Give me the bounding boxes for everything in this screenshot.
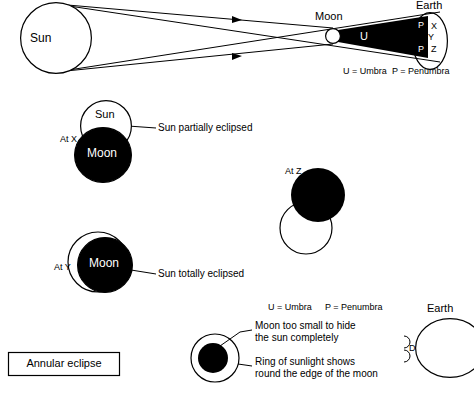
earth-circle: Earth: [415, 318, 474, 378]
node-outline: [325, 28, 341, 44]
position-label: At X: [60, 134, 77, 144]
region-letter: P: [418, 44, 424, 54]
legend-note: P = Penumbra: [392, 66, 450, 76]
region-letter: U: [360, 30, 368, 43]
region-letter: Y: [428, 32, 434, 42]
node-label: Moon: [315, 10, 343, 23]
node-label: Moon: [87, 147, 117, 161]
node-outline: [415, 318, 474, 378]
region-letter: D: [409, 343, 416, 353]
position-label: At Z: [285, 166, 302, 176]
legend-note: U = Umbra: [343, 66, 387, 76]
region-letter: P: [418, 20, 424, 30]
node-shape: [21, 3, 92, 74]
region-letter: X: [431, 21, 437, 31]
node-label: Annular eclipse: [8, 357, 120, 370]
region-letter: Z: [431, 44, 437, 54]
callout-text: Sun totally eclipsed: [158, 268, 244, 280]
moon-circle: Moon: [77, 237, 133, 293]
node-label: Sun: [95, 108, 115, 121]
node-shape: [78, 238, 133, 293]
callout-text: Sun partially eclipsed: [158, 122, 253, 134]
moon-disc-annular: [198, 343, 228, 373]
callout-text: Moon too small to hide the sun completel…: [255, 320, 370, 343]
sun-rays: [56, 4, 440, 72]
position-label: At Y: [54, 262, 71, 272]
moon-circle: Moon: [74, 127, 132, 183]
node-shape: [75, 128, 132, 183]
node-label: Sun: [30, 32, 51, 46]
node-shape: [9, 353, 120, 376]
ray-arrowheads: [232, 16, 242, 60]
legend-note: U = Umbra: [268, 302, 312, 312]
node-shape: [326, 29, 341, 44]
node-shape: [413, 13, 448, 70]
umbra-shadow: [338, 16, 428, 58]
node-label: Earth: [427, 302, 453, 315]
node-shape: [416, 319, 474, 378]
sun-circle: Sun: [20, 2, 92, 74]
moon-disc-z: [291, 168, 345, 222]
leader-lines: [128, 126, 252, 366]
sun-ring: [191, 334, 239, 382]
node-label: Moon: [89, 257, 119, 271]
callout-text: Ring of sunlight shows round the edge of…: [255, 356, 380, 379]
node-label: Earth: [416, 0, 442, 12]
moon-circle: Moon: [325, 28, 341, 44]
legend-note: P = Penumbra: [325, 302, 383, 312]
caption-box: Annular eclipse: [8, 352, 120, 376]
